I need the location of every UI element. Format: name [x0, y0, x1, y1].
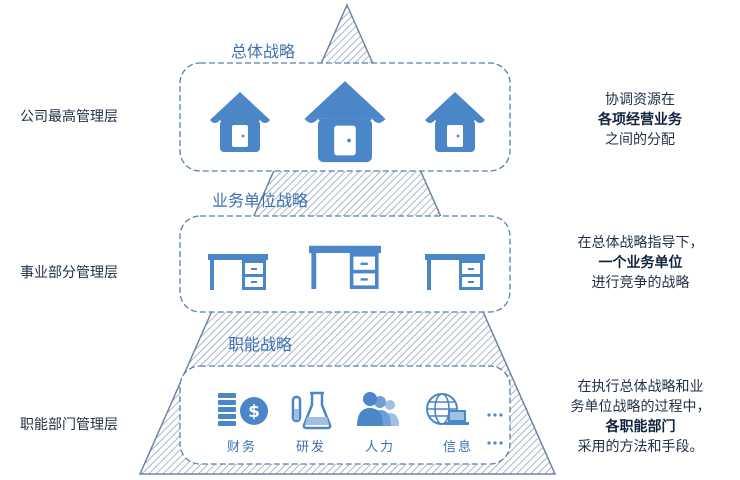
description-line: 务单位战略的过程中，: [570, 399, 711, 415]
description-line: 在执行总体战略和业: [577, 379, 704, 395]
level-label-division-management: 事业部分管理层: [20, 265, 118, 281]
level-label-functional-management: 职能部门管理层: [20, 417, 118, 433]
function-label-research: 研发: [295, 440, 326, 455]
function-label-finance: 财务: [226, 440, 257, 455]
description-emphasis: 各项经营业务: [598, 112, 682, 128]
finance-coins-icon: $: [218, 393, 268, 426]
research-flask-icon: [291, 391, 332, 430]
description-line: 进行竞争的战略: [591, 275, 690, 291]
description-corporate: 协调资源在 各项经营业务 之间的分配: [560, 90, 720, 150]
description-line: 协调资源在: [605, 92, 675, 108]
function-label-information: 信息: [442, 440, 473, 455]
desk-icon: [208, 254, 268, 290]
desk-icon-large: [309, 245, 381, 289]
hut-icon-large: [304, 81, 386, 163]
description-functional: 在执行总体战略和业 务单位战略的过程中， 各职能部门 采用的方法和手段。: [553, 377, 728, 457]
more-ellipsis-icon: [487, 413, 503, 445]
tier-title-functional-strategy: 职能战略: [227, 335, 292, 354]
tier-title-business-unit-strategy: 业务单位战略: [211, 191, 308, 210]
tier-box-bottom: [179, 365, 511, 465]
hut-icon: [425, 92, 485, 152]
description-business-unit: 在总体战略指导下， 一个业务单位 进行竞争的战略: [553, 233, 728, 293]
svg-text:$: $: [248, 402, 260, 422]
desk-icon: [425, 254, 485, 290]
globe-laptop-icon: [426, 393, 469, 425]
description-emphasis: 一个业务单位: [598, 255, 683, 271]
description-line: 在总体战略指导下，: [577, 235, 704, 251]
description-line: 之间的分配: [605, 132, 675, 148]
description-line: 采用的方法和手段。: [577, 439, 704, 455]
level-label-top-management: 公司最高管理层: [20, 109, 118, 125]
function-label-hr: 人力: [364, 440, 395, 455]
people-icon: [357, 392, 399, 426]
description-emphasis: 各职能部门: [605, 419, 676, 435]
tier-title-corporate-strategy: 总体战略: [230, 42, 295, 61]
hut-icon: [210, 92, 270, 152]
